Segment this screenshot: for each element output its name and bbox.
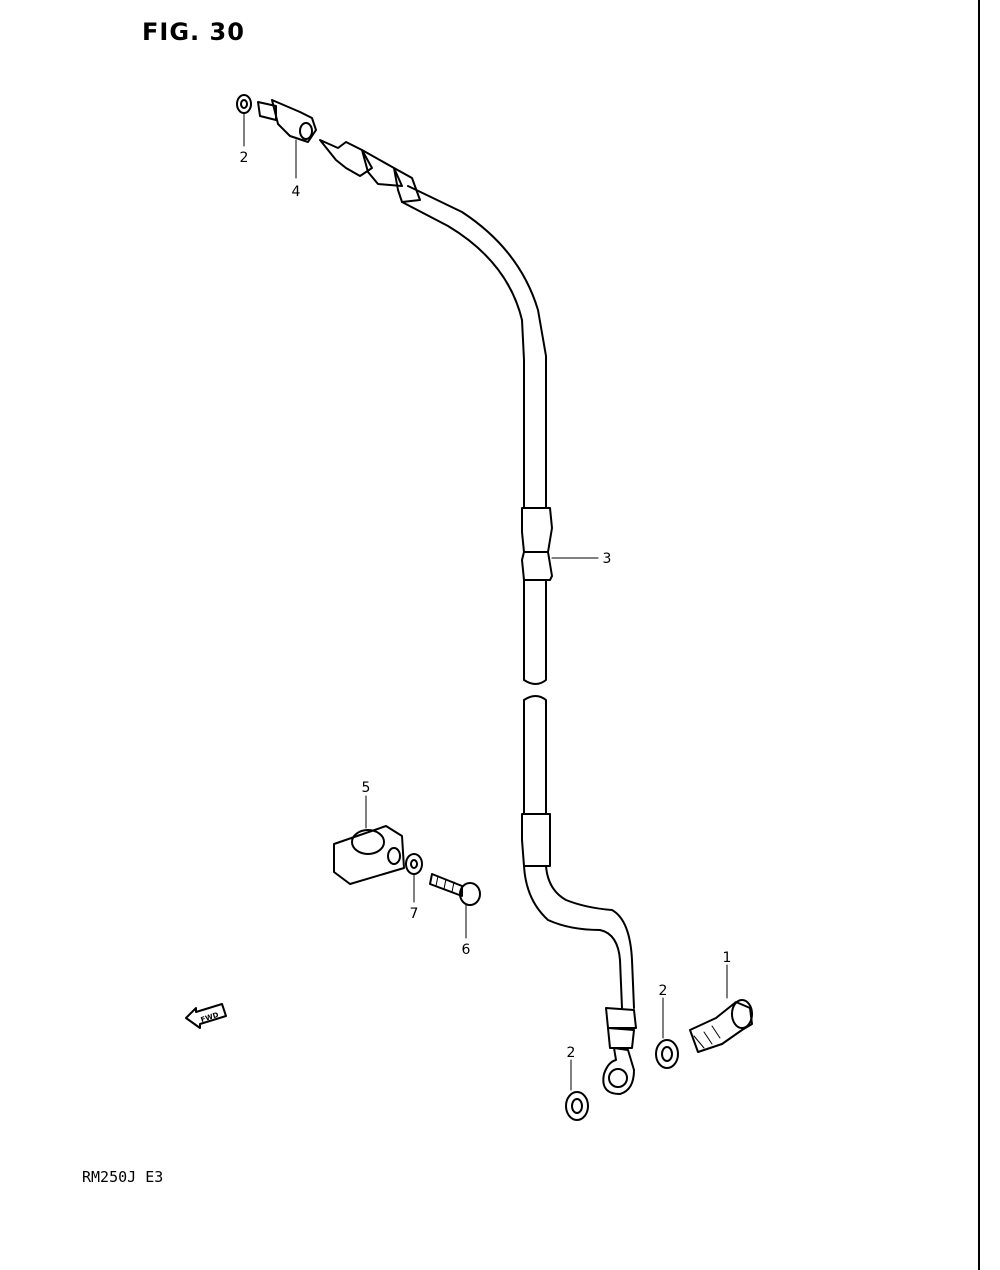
clamp-bolt	[429, 873, 481, 939]
forward-arrow-icon	[185, 1003, 227, 1029]
model-code: RM250J E3	[82, 1168, 164, 1186]
callout-5: 5	[362, 780, 371, 796]
callout-1: 1	[723, 950, 732, 966]
callout-2-left: 2	[567, 1045, 576, 1061]
callout-7: 7	[410, 906, 419, 922]
union-fitting	[257, 99, 317, 179]
callout-3: 3	[603, 551, 612, 567]
callout-2-right: 2	[659, 983, 668, 999]
union-bolt	[689, 964, 753, 1053]
hose-clamp	[333, 795, 405, 885]
washer-lower-left	[565, 1059, 589, 1121]
callout-6: 6	[462, 942, 471, 958]
figure-title: FIG. 30	[142, 18, 245, 46]
clamp-washer	[405, 853, 423, 903]
brake-hose-upper	[319, 139, 599, 685]
washer-lower-right	[655, 997, 679, 1069]
callout-2-top: 2	[240, 150, 249, 166]
washer-top	[236, 94, 252, 147]
brake-hose-lower	[521, 695, 637, 1095]
page-border	[978, 0, 980, 1270]
callout-4: 4	[292, 184, 301, 200]
